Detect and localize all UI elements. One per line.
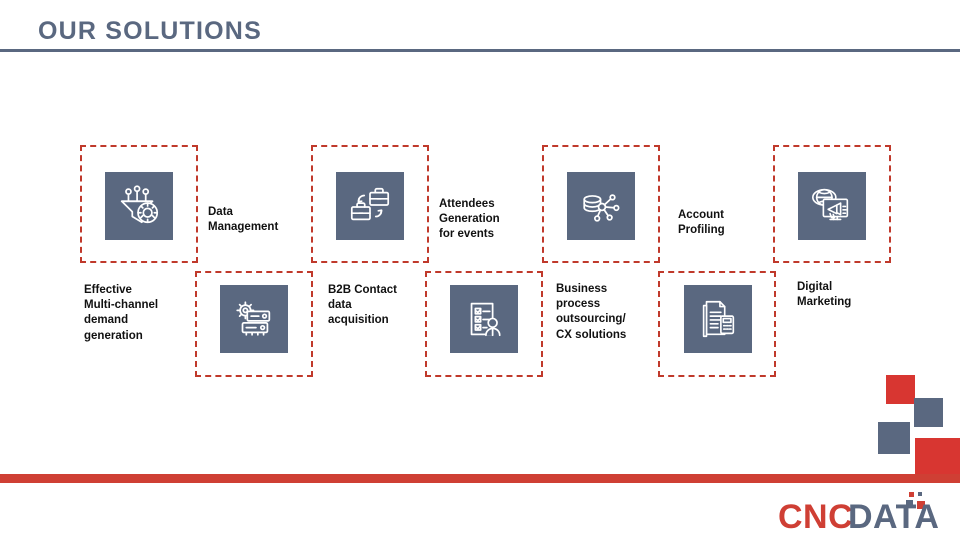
label-line: Data bbox=[208, 206, 233, 218]
solution-label-data-management: Data Management bbox=[208, 205, 338, 235]
documents-calculator-icon bbox=[684, 285, 752, 353]
solution-label-b2b-contact-data: B2B Contact data acquisition bbox=[328, 283, 458, 329]
label-line: Effective bbox=[84, 284, 132, 296]
solution-cell-bpo-cx-solutions[interactable] bbox=[658, 271, 776, 377]
database-network-icon bbox=[567, 172, 635, 240]
globe-megaphone-monitor-icon bbox=[798, 172, 866, 240]
label-line: Digital bbox=[797, 281, 833, 293]
label-line: Management bbox=[208, 221, 279, 234]
svg-text:CNC: CNC bbox=[778, 498, 853, 532]
svg-text:DATA: DATA bbox=[848, 498, 939, 532]
decor-square-red-small bbox=[886, 375, 915, 404]
solution-cell-demand-generation[interactable] bbox=[195, 271, 313, 377]
cncdata-logo: CNC DATA bbox=[778, 490, 954, 532]
decor-square-slate-left bbox=[878, 422, 910, 454]
label-line: outsourcing/ bbox=[556, 313, 626, 326]
solution-cell-data-management[interactable] bbox=[80, 145, 198, 263]
solution-cell-digital-marketing[interactable] bbox=[773, 145, 891, 263]
label-line: CX solutions bbox=[556, 328, 627, 341]
solution-label-demand-generation: Effective Multi-channel demand generatio… bbox=[84, 283, 214, 344]
label-line: data bbox=[328, 299, 352, 312]
header-divider bbox=[0, 49, 960, 52]
label-line: demand bbox=[84, 314, 129, 327]
label-line: Marketing bbox=[797, 296, 852, 309]
label-line: acquisition bbox=[328, 314, 389, 327]
label-line: Multi-channel bbox=[84, 299, 159, 312]
solution-cell-attendees-generation[interactable] bbox=[311, 145, 429, 263]
solution-label-account-profiling: Account Profiling bbox=[678, 208, 808, 238]
label-line: Business bbox=[556, 283, 608, 295]
page-title: OUR SOLUTIONS bbox=[38, 17, 262, 45]
server-gear-icon bbox=[220, 285, 288, 353]
solution-cell-b2b-contact-data[interactable] bbox=[425, 271, 543, 377]
funnel-gear-icon bbox=[105, 172, 173, 240]
label-line: generation bbox=[84, 329, 143, 342]
label-line: for events bbox=[439, 228, 494, 241]
label-line: B2B Contact bbox=[328, 284, 398, 296]
footer-bar bbox=[0, 474, 960, 483]
solution-cell-account-profiling[interactable] bbox=[542, 145, 660, 263]
briefcase-exchange-icon bbox=[336, 172, 404, 240]
solution-label-digital-marketing: Digital Marketing bbox=[797, 280, 927, 310]
label-line: Attendees bbox=[439, 198, 495, 210]
decor-square-slate-top bbox=[914, 398, 943, 427]
label-line: Account bbox=[678, 209, 724, 221]
label-line: process bbox=[556, 298, 601, 311]
solution-label-bpo-cx-solutions: Business process outsourcing/ CX solutio… bbox=[556, 282, 686, 343]
solution-label-attendees-generation: Attendees Generation for events bbox=[439, 197, 569, 243]
checklist-person-icon bbox=[450, 285, 518, 353]
label-line: Generation bbox=[439, 213, 500, 226]
label-line: Profiling bbox=[678, 224, 725, 237]
